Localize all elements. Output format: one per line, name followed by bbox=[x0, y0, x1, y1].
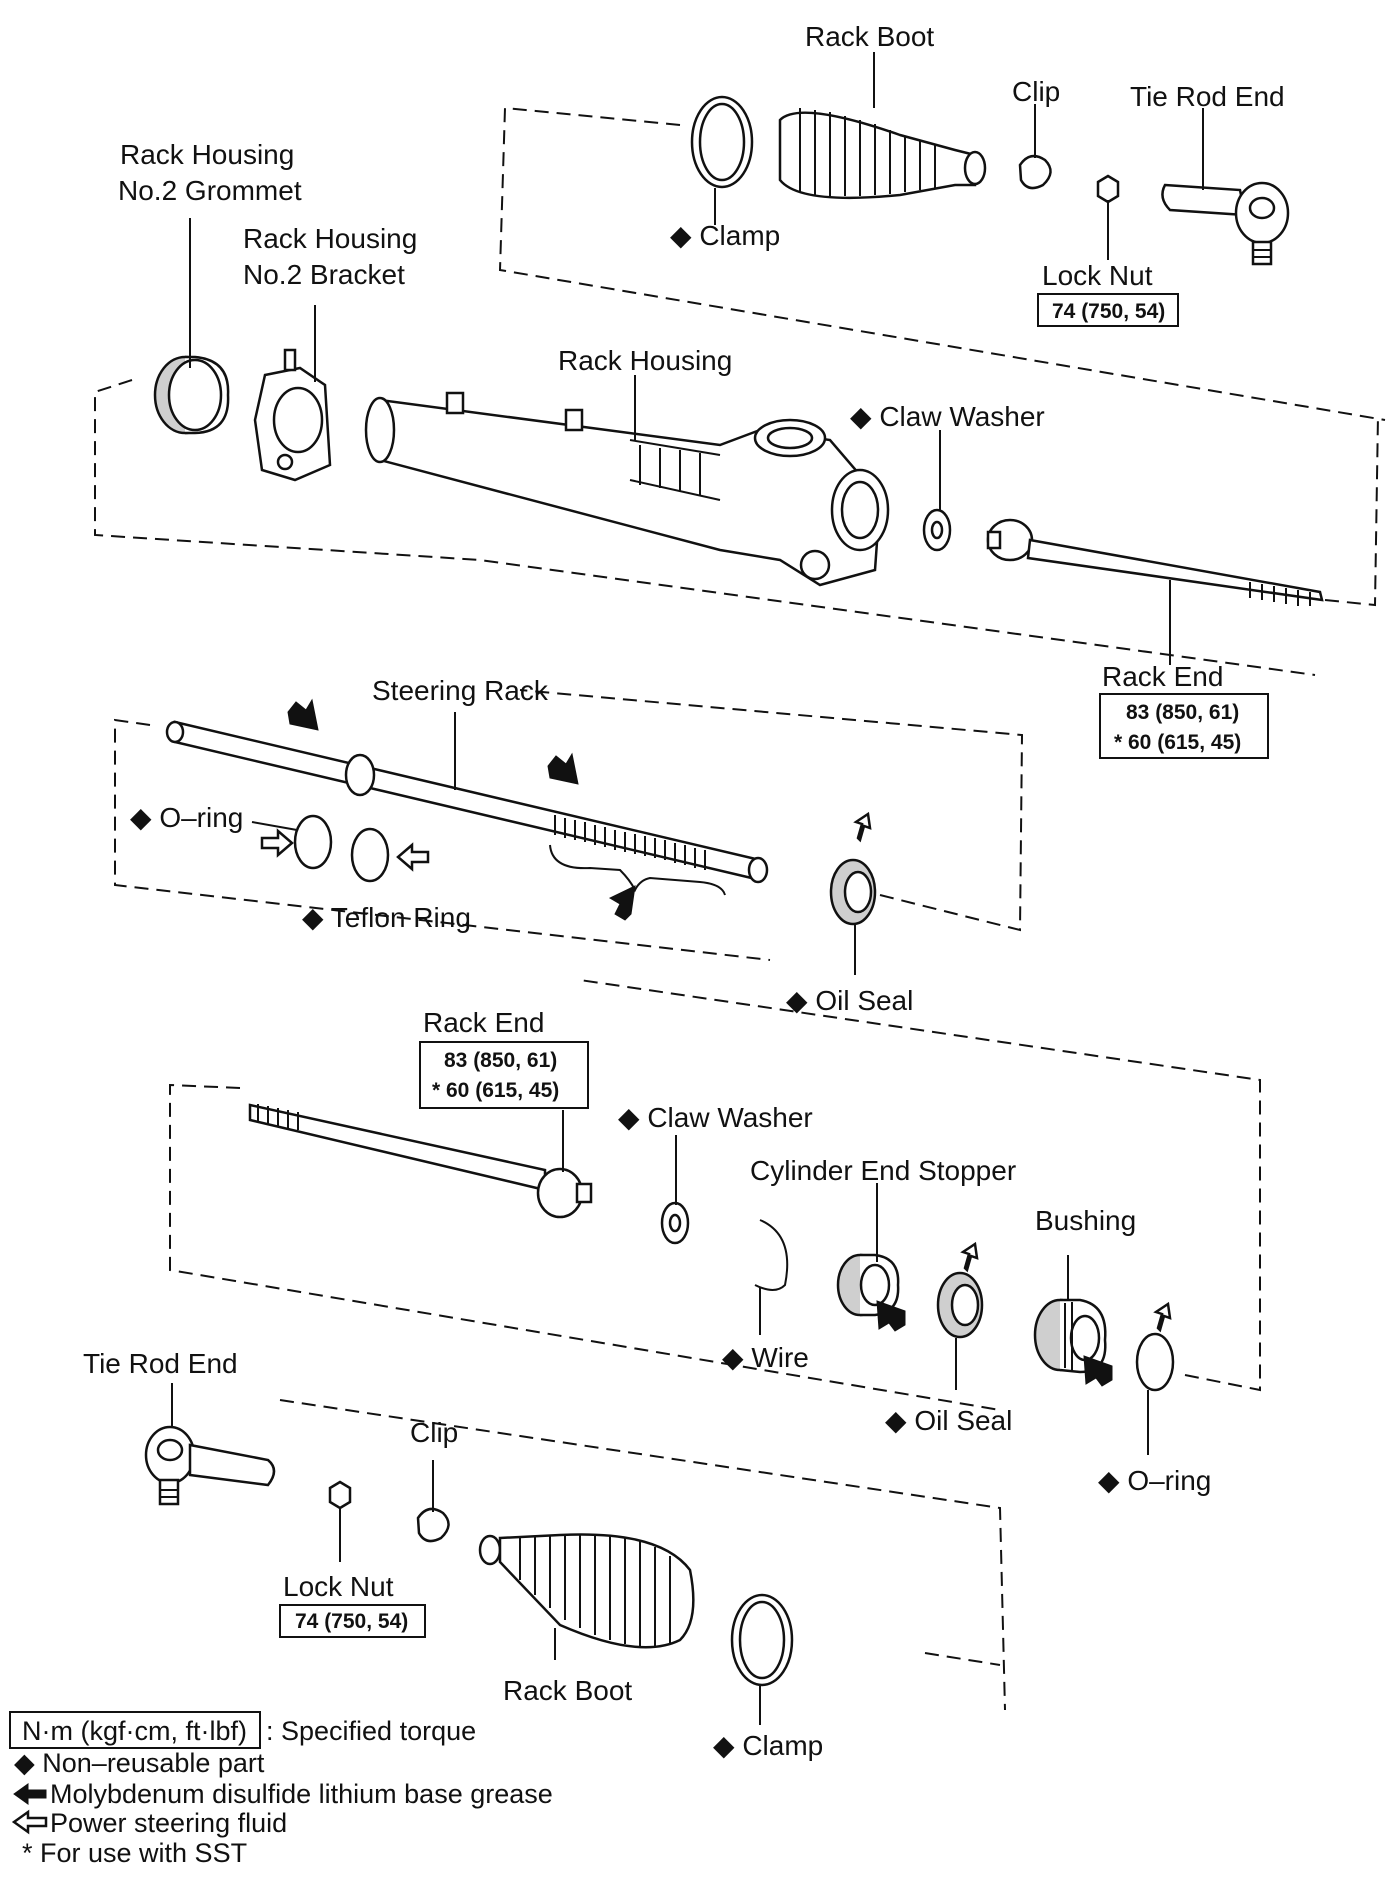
fluid-arrow-icon bbox=[260, 828, 294, 858]
fluid-arrow-icon bbox=[853, 811, 872, 843]
torque-box-lock-nut-top bbox=[1037, 293, 1179, 327]
tie-rod-end-top-part bbox=[1161, 181, 1290, 266]
group-outline-lower bbox=[169, 979, 1261, 1411]
label-grommet-line2: No.2 Grommet bbox=[118, 175, 302, 206]
grease-arrow-icon bbox=[608, 885, 636, 921]
label-bracket-line2: No.2 Bracket bbox=[243, 259, 405, 290]
grease-arrow-icon bbox=[547, 752, 579, 785]
label-o-ring-right: ◆ O–ring bbox=[1098, 1465, 1211, 1496]
teflon-ring-part bbox=[350, 827, 390, 883]
label-oil-seal-lower: ◆ Oil Seal bbox=[885, 1405, 1012, 1436]
legend-non-reusable: ◆ Non–reusable part bbox=[14, 1748, 265, 1778]
label-tie-rod-end-bottom: Tie Rod End bbox=[83, 1348, 238, 1379]
oil-seal-lower-part bbox=[936, 1271, 984, 1339]
steering-rack-part bbox=[165, 720, 769, 896]
rack-housing-part bbox=[364, 391, 890, 587]
group-rack-boot-top bbox=[498, 52, 1386, 421]
label-rack-housing: Rack Housing bbox=[558, 345, 732, 376]
label-tie-rod-end-top: Tie Rod End bbox=[1130, 81, 1285, 112]
oil-seal-mid-part bbox=[829, 858, 877, 926]
legend-torque-units: N·m (kgf·cm, ft·lbf) bbox=[22, 1716, 247, 1746]
label-bracket-line1: Rack Housing bbox=[243, 223, 417, 254]
bracket-part bbox=[253, 348, 332, 482]
legend-torque-desc: : Specified torque bbox=[266, 1716, 476, 1746]
label-rack-boot-top: Rack Boot bbox=[805, 21, 934, 52]
grease-arrow-icon bbox=[13, 1783, 47, 1805]
label-oil-seal-mid: ◆ Oil Seal bbox=[786, 985, 913, 1016]
torque-lock-nut-bottom: 74 (750, 54) bbox=[295, 1610, 408, 1633]
torque-rack-end-left-1: 83 (850, 61) bbox=[444, 1049, 557, 1072]
group-outline-bottom bbox=[279, 1399, 1006, 1711]
label-clamp-bottom: ◆ Clamp bbox=[713, 1730, 823, 1761]
claw-washer-top-part bbox=[922, 508, 952, 552]
group-cylinder-end bbox=[169, 979, 1261, 1455]
label-lock-nut-top: Lock Nut bbox=[1042, 260, 1153, 291]
cylinder-end-stopper-part bbox=[836, 1253, 900, 1317]
label-rack-boot-bottom: Rack Boot bbox=[503, 1675, 632, 1706]
label-bushing: Bushing bbox=[1035, 1205, 1136, 1236]
label-rack-end-right: Rack End bbox=[1102, 661, 1223, 692]
fluid-arrow-icon bbox=[960, 1241, 979, 1273]
legend-torque-box bbox=[9, 1711, 261, 1749]
group-steering-rack bbox=[114, 689, 1024, 975]
label-clip-top: Clip bbox=[1012, 76, 1060, 107]
rack-end-right-part bbox=[986, 518, 1324, 606]
legend-grease: Molybdenum disulfide lithium base grease bbox=[50, 1779, 553, 1809]
fluid-arrow-icon bbox=[11, 1809, 48, 1835]
torque-rack-end-right-1: 83 (850, 61) bbox=[1126, 701, 1239, 724]
lock-nut-top-part bbox=[1096, 174, 1120, 204]
torque-rack-end-right-2: * 60 (615, 45) bbox=[1114, 731, 1241, 754]
label-lock-nut-bottom: Lock Nut bbox=[283, 1571, 394, 1602]
claw-washer-lower-part bbox=[660, 1201, 690, 1245]
torque-box-lock-nut-bottom bbox=[279, 1604, 426, 1638]
clip-bottom-part bbox=[416, 1507, 450, 1543]
grease-arrow-icon bbox=[876, 1300, 906, 1332]
label-wire: ◆ Wire bbox=[722, 1342, 809, 1373]
clip-top-part bbox=[1018, 154, 1052, 190]
wire-part bbox=[754, 1219, 789, 1291]
tie-rod-end-bottom-part bbox=[144, 1425, 276, 1506]
group-outline-rack bbox=[114, 689, 1024, 961]
label-grommet-line1: Rack Housing bbox=[120, 139, 294, 170]
o-ring-left-part bbox=[293, 814, 333, 870]
label-claw-washer-lower: ◆ Claw Washer bbox=[618, 1102, 813, 1133]
group-outline-housing bbox=[94, 379, 1379, 676]
fluid-arrow-icon bbox=[396, 842, 430, 872]
label-o-ring-left: ◆ O–ring bbox=[130, 802, 243, 833]
label-clip-bottom: Clip bbox=[410, 1417, 458, 1448]
fluid-arrow-icon bbox=[1153, 1301, 1172, 1333]
legend: N·m (kgf·cm, ft·lbf) : Specified torque … bbox=[9, 1711, 553, 1868]
o-ring-right-part bbox=[1135, 1332, 1175, 1392]
grease-arrow-icon bbox=[287, 698, 319, 731]
group-rack-boot-bottom bbox=[144, 1383, 1006, 1725]
bushing-part bbox=[1033, 1298, 1107, 1374]
legend-fluid: Power steering fluid bbox=[50, 1808, 287, 1838]
label-claw-washer-top: ◆ Claw Washer bbox=[850, 401, 1045, 432]
rack-boot-bottom-part bbox=[478, 1533, 695, 1649]
rack-boot-top-part bbox=[778, 108, 987, 200]
group-rack-housing bbox=[94, 218, 1379, 676]
legend-sst: * For use with SST bbox=[22, 1838, 247, 1868]
label-rack-end-left: Rack End bbox=[423, 1007, 544, 1038]
rack-end-left-part bbox=[248, 1103, 593, 1219]
torque-box-rack-end-right bbox=[1099, 693, 1269, 759]
lock-nut-bottom-part bbox=[328, 1480, 352, 1510]
label-teflon-ring: ◆ Teflon Ring bbox=[302, 902, 471, 933]
labels: Rack Boot Clip Tie Rod End ◆ Clamp Lock … bbox=[83, 21, 1285, 1761]
grease-arrow-icon bbox=[1083, 1355, 1113, 1387]
torque-rack-end-left-2: * 60 (615, 45) bbox=[432, 1079, 559, 1102]
label-steering-rack: Steering Rack bbox=[372, 675, 549, 706]
label-clamp-top: ◆ Clamp bbox=[670, 220, 780, 251]
label-cylinder-end-stopper: Cylinder End Stopper bbox=[750, 1155, 1016, 1186]
grommet-part bbox=[153, 355, 230, 435]
torque-lock-nut-top: 74 (750, 54) bbox=[1052, 300, 1165, 323]
torque-box-rack-end-left bbox=[419, 1041, 589, 1109]
